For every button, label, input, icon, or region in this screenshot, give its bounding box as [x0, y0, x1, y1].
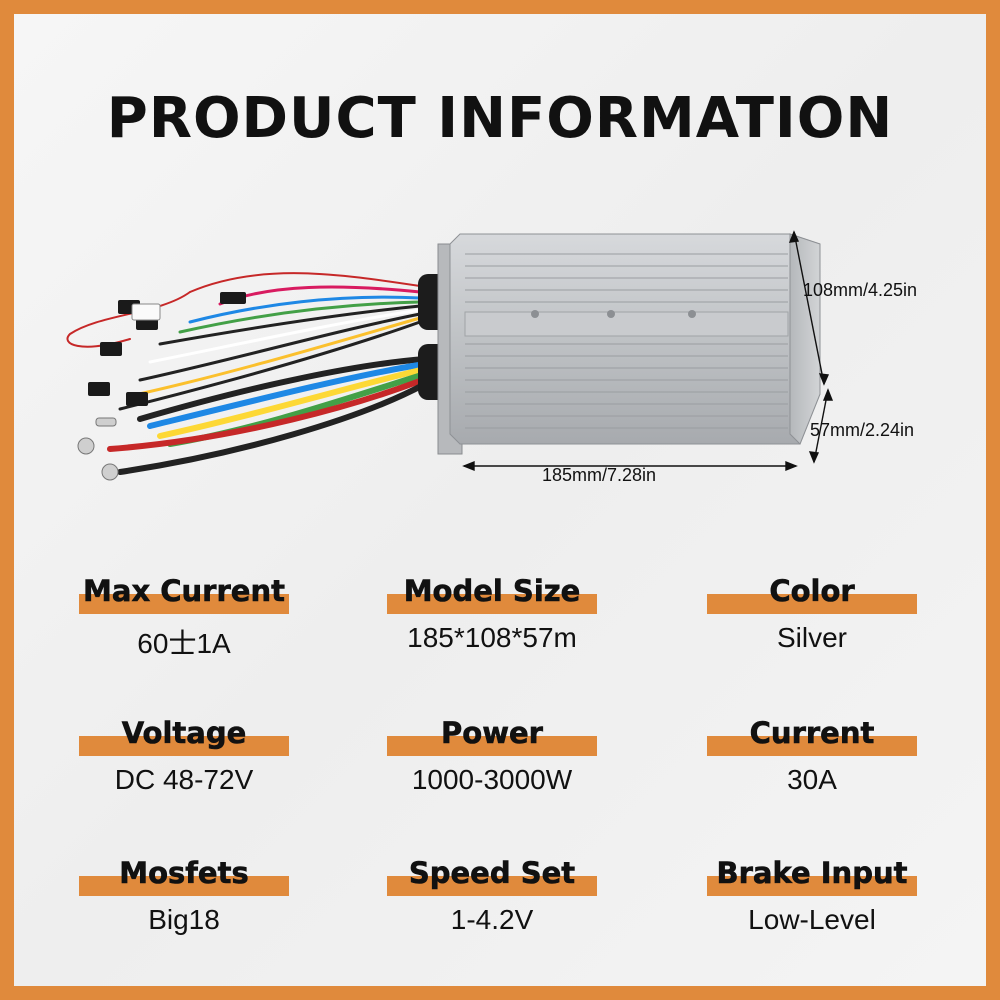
label-underline: [387, 594, 597, 614]
label-underline: [79, 876, 289, 896]
spec-brake-input: Brake Input Low-Level: [702, 856, 922, 936]
spec-label: Voltage: [121, 716, 247, 751]
spec-value: Low-Level: [748, 904, 876, 935]
spec-value: 1-4.2V: [450, 904, 534, 935]
spec-value: 60士1A: [137, 628, 231, 659]
label-underline: [707, 736, 917, 756]
spec-value: 30A: [787, 764, 837, 795]
spec-max-current: Max Current 60士1A: [74, 574, 294, 662]
controller-image: [66, 230, 834, 481]
spec-label: Current: [749, 716, 875, 751]
spec-label: Speed Set: [408, 856, 576, 891]
depth-dimension: 57mm/2.24in: [810, 420, 915, 440]
height-dimension: 108mm/4.25in: [803, 280, 918, 300]
spec-color: Color Silver: [702, 574, 922, 654]
spec-label: Mosfets: [119, 856, 249, 891]
spec-current: Current 30A: [702, 716, 922, 796]
spec-voltage: Voltage DC 48-72V: [74, 716, 294, 796]
spec-label: Brake Input: [716, 856, 908, 891]
length-dimension: 185mm/7.28in: [542, 465, 657, 485]
product-card: PRODUCT INFORMATION: [14, 14, 986, 986]
spec-label: Color: [769, 574, 855, 609]
spec-value: Big18: [148, 904, 220, 935]
spec-label: Power: [441, 716, 544, 751]
spec-speed-set: Speed Set 1-4.2V: [382, 856, 602, 936]
spec-mosfets: Mosfets Big18: [74, 856, 294, 936]
spec-value: 185*108*57m: [407, 622, 577, 653]
spec-label: Max Current: [83, 574, 286, 609]
spec-power: Power 1000-3000W: [382, 716, 602, 796]
spec-model-size: Model Size 185*108*57m: [382, 574, 602, 654]
spec-value: 1000-3000W: [411, 764, 573, 795]
label-underline: [387, 876, 597, 896]
label-underline: [387, 736, 597, 756]
label-underline: [707, 876, 917, 896]
label-underline: [79, 594, 289, 614]
label-underline: [707, 594, 917, 614]
spec-value: DC 48-72V: [114, 764, 254, 795]
spec-value: Silver: [776, 622, 847, 653]
page-title: PRODUCT INFORMATION: [106, 86, 894, 151]
spec-label: Model Size: [403, 574, 581, 609]
label-underline: [79, 736, 289, 756]
